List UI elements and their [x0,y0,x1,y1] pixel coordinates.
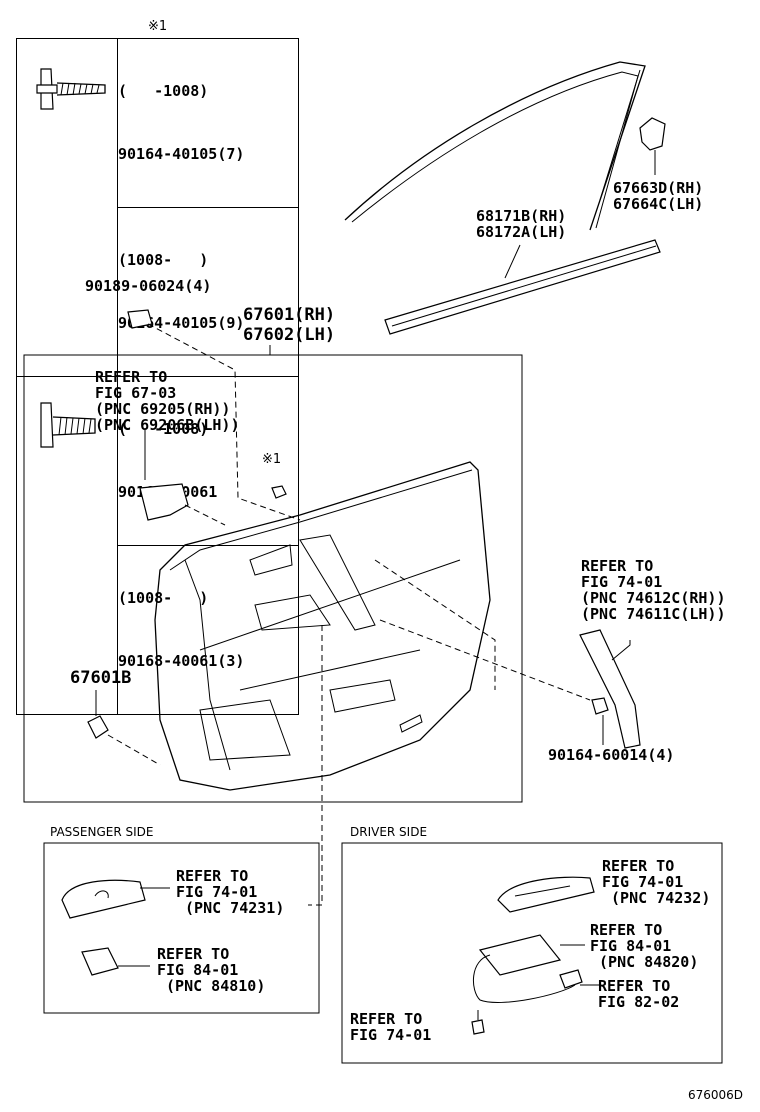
part-90164-label: 90164-60014(4) [548,746,675,764]
driver-refer-74-lower-label: REFER TO FIG 74-01 [350,1010,432,1044]
driver-refer-74-label: REFER TO FIG 74-01 (PNC 74232) [602,857,711,907]
spec-range: (1008- ) [118,589,209,607]
part-68171b-label: 68171B(RH) 68172A(LH) [476,207,567,241]
part-90189-label: 90189-06024(4) [85,277,212,295]
part-67601b-label: 67601B [70,668,132,688]
door-trim-panel [154,461,491,791]
clip-67601b-part [87,715,109,739]
screw-with-washer-icon [36,68,106,110]
spec-range: (1008- ) [118,251,209,269]
screw-note-part [271,485,287,499]
spec-range: ( -1008) [118,420,209,438]
part-67601-label: 67601(RH) 67602(LH) [243,305,336,345]
belt-weatherstrip-part [384,239,661,335]
passenger-switch-bezel-part [61,879,146,919]
passenger-refer-84-label: REFER TO FIG 84-01 (PNC 84810) [157,945,266,995]
screw-90164-part [591,697,609,715]
driver-window-switch-part [478,934,562,976]
driver-switch-bezel-part [497,876,595,913]
part-67663d-label: 67663D(RH) 67664C(LH) [613,179,704,213]
driver-refer-84-label: REFER TO FIG 84-01 (PNC 84820) [590,921,699,971]
side-garnish-part [579,629,641,749]
fastener-spec-table: ( -1008) 90164-40105(7) (1008- ) 90164-4… [16,38,299,715]
driver-side-title: DRIVER SIDE [350,825,428,839]
driver-side-box [341,842,723,1064]
door-frame-molding [344,61,646,231]
passenger-side-box [43,842,320,1014]
note-mark: ※1 [148,19,168,34]
spec-range: ( -1008) [118,82,209,100]
door-trim-box [23,354,523,803]
figure-code: 676006D [688,1088,744,1102]
driver-refer-82-label: REFER TO FIG 82-02 [598,977,680,1011]
passenger-window-switch-part [81,947,119,976]
spec-image-cell [16,38,118,377]
molding-clip-part [639,117,666,151]
spec-part-number: 90164-40105(7) [118,145,245,163]
refer-fig-67-03-label: REFER TO FIG 67-03 (PNC 69205(RH)) (PNC … [95,368,240,434]
passenger-side-title: PASSENGER SIDE [50,825,154,839]
spec-image-cell [16,376,118,715]
screw-icon [40,402,96,448]
refer-fig-74-01-label: REFER TO FIG 74-01 (PNC 74612C(RH)) (PNC… [581,557,726,623]
spec-part-number: 90168-40061(3) [118,652,245,670]
inside-handle-part [139,483,189,521]
note-mark-small: ※1 [262,452,282,467]
clip-90189-part [127,309,153,329]
passenger-refer-74-label: REFER TO FIG 74-01 (PNC 74231) [176,867,285,917]
